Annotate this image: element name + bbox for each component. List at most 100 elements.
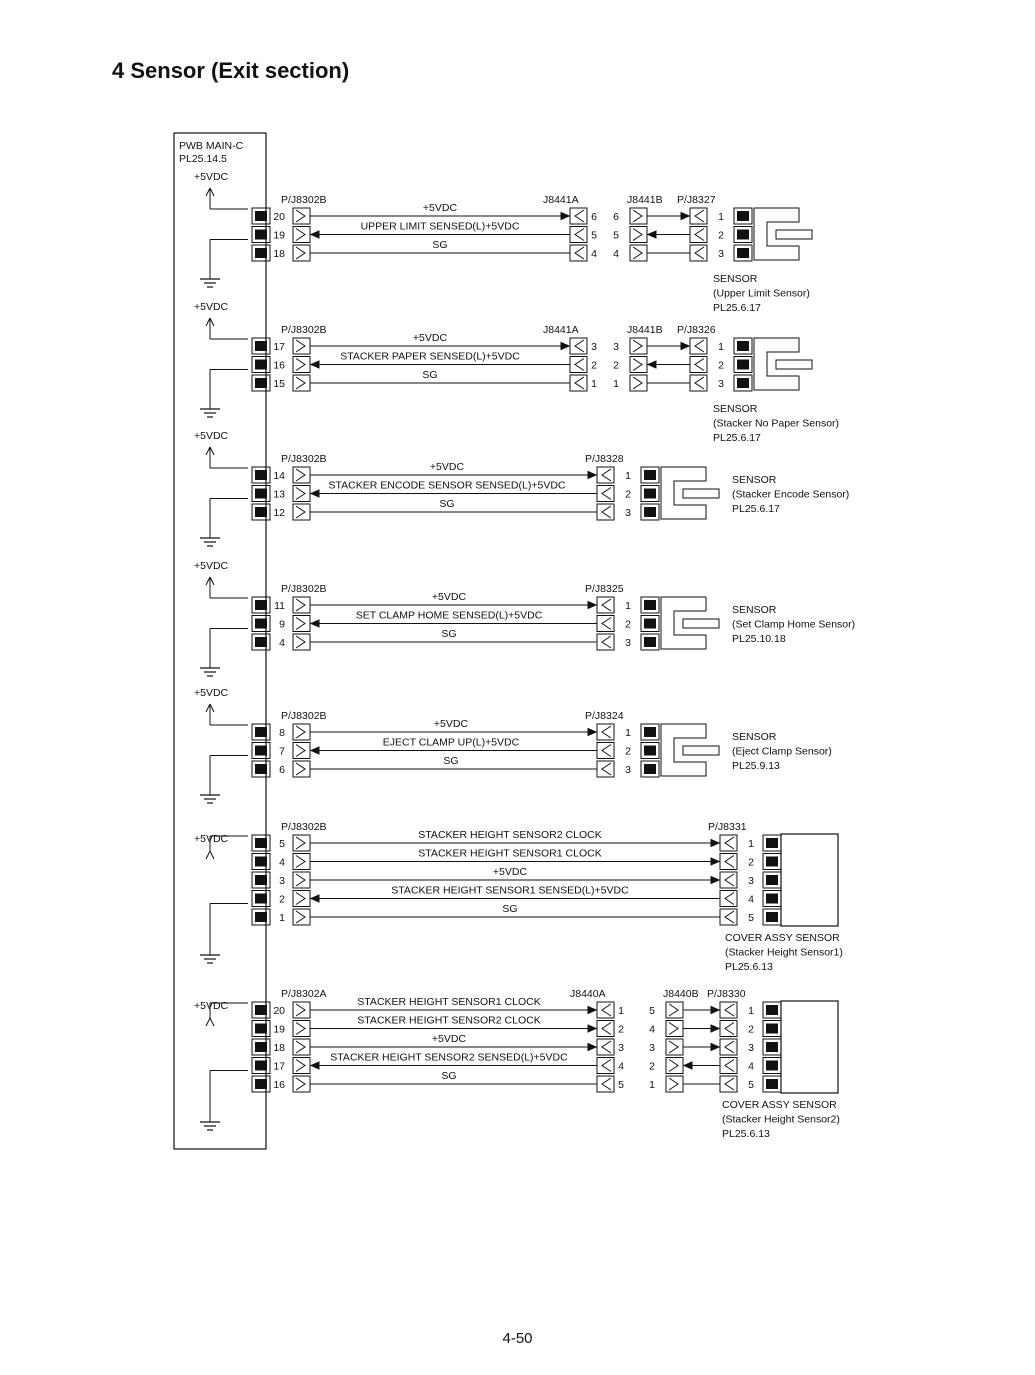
device-connector-label: P/J8326 — [677, 324, 716, 336]
connector-contact-box — [719, 853, 738, 870]
connector-contact-box — [569, 207, 588, 225]
sensor-slot — [682, 618, 720, 629]
connector-contact-female — [601, 1040, 612, 1054]
supply-label: +5VDC — [194, 560, 229, 572]
connector-contact-box — [292, 890, 311, 907]
board-pin-number: 4 — [279, 637, 285, 649]
device-pin-number: 5 — [748, 1079, 754, 1091]
connector-contact-box — [292, 485, 311, 502]
terminal-block-pin — [766, 838, 778, 848]
connector-contact-female — [601, 725, 612, 739]
connector-contact-box — [292, 760, 311, 778]
connector-contact-male — [668, 1003, 679, 1017]
connector-contact-male — [632, 358, 643, 371]
connector-contact-female — [694, 209, 705, 223]
device-caption-line: SENSOR — [713, 403, 758, 415]
device-pin-number: 3 — [625, 507, 631, 519]
board-pin-number: 17 — [273, 341, 285, 353]
connector-contact-box — [629, 356, 648, 373]
connector-contact-male — [295, 744, 306, 757]
supply-label: +5VDC — [194, 430, 229, 442]
relay-a-pin: 3 — [591, 341, 597, 353]
connector-contact-male — [295, 468, 306, 482]
connector-contact-male — [295, 358, 306, 371]
terminal-block-box — [251, 1075, 271, 1093]
connector-contact-female — [724, 892, 735, 905]
terminal-block-pin — [737, 229, 749, 240]
signal-arrow-left — [682, 1061, 693, 1070]
device-pin-number: 2 — [718, 230, 724, 242]
terminal-block-box — [251, 1001, 271, 1019]
signal-arrow-right — [710, 838, 721, 848]
terminal-block-pin — [766, 893, 778, 904]
device-caption-line: SENSOR — [732, 604, 777, 616]
device-caption-line: (Stacker Encode Sensor) — [732, 489, 849, 501]
connector-contact-box — [689, 356, 708, 373]
terminal-block-box — [733, 207, 753, 225]
sensor-slot — [682, 488, 720, 499]
relay-a-label: J8441A — [543, 324, 579, 336]
signal-arrow-right — [587, 727, 598, 737]
terminal-block-box — [251, 853, 271, 870]
terminal-block-box — [251, 723, 271, 741]
terminal-block-pin — [766, 1023, 778, 1034]
connector-contact-box — [596, 596, 615, 614]
device-pin-number: 3 — [718, 378, 724, 390]
terminal-block-box — [251, 207, 271, 225]
relay-a-pin: 5 — [618, 1079, 624, 1091]
device-caption-line: (Stacker Height Sensor1) — [725, 947, 843, 959]
relay-b-pin: 3 — [649, 1042, 655, 1054]
device-caption-line: PL25.6.17 — [713, 302, 761, 314]
board-name: PWB MAIN-C — [179, 140, 244, 152]
connector-contact-box — [596, 1038, 615, 1056]
relay-a-pin: 2 — [618, 1024, 624, 1036]
supply-label: +5VDC — [194, 1000, 229, 1012]
device-connector-label: P/J8324 — [585, 710, 624, 722]
connector-contact-box — [719, 1038, 738, 1056]
terminal-block-pin — [255, 745, 267, 756]
relay-b-pin: 4 — [649, 1024, 655, 1036]
connector-contact-box — [596, 1020, 615, 1037]
connector-contact-male — [295, 873, 306, 887]
device-caption-line: PL25.10.18 — [732, 633, 786, 645]
device-pin-number: 3 — [625, 764, 631, 776]
connector-contact-female — [724, 1077, 735, 1091]
connector-contact-box — [596, 503, 615, 521]
connector-contact-female — [694, 376, 705, 390]
device-caption-line: SENSOR — [732, 474, 777, 486]
terminal-block-pin — [766, 912, 778, 922]
connector-contact-male — [295, 1077, 306, 1091]
connector-contact-female — [724, 1040, 735, 1054]
board-pin-number: 4 — [279, 857, 285, 869]
terminal-block-pin — [255, 507, 267, 517]
relay-b-pin: 4 — [613, 248, 619, 260]
connector-contact-box — [292, 834, 311, 852]
board-pin-number: 15 — [273, 378, 285, 390]
terminal-block-box — [251, 596, 271, 614]
device-caption-line: (Set Clamp Home Sensor) — [732, 619, 855, 631]
device-pin-number: 3 — [748, 875, 754, 887]
board-pin-number: 19 — [273, 1024, 285, 1036]
connector-contact-female — [601, 1022, 612, 1035]
terminal-block-pin — [255, 912, 267, 922]
signal-label: SG — [502, 903, 517, 915]
connector-contact-male — [295, 505, 306, 519]
connector-contact-male — [295, 910, 306, 924]
connector-contact-female — [574, 246, 585, 260]
connector-contact-box — [719, 890, 738, 907]
signal-arrow-right — [587, 470, 598, 480]
terminal-block-pin — [644, 764, 656, 774]
signal-arrow-left — [309, 489, 320, 498]
relay-a-pin: 5 — [591, 230, 597, 242]
terminal-block-pin — [644, 470, 656, 480]
terminal-block-box — [251, 742, 271, 759]
terminal-block-pin — [255, 1042, 267, 1052]
terminal-block-box — [251, 760, 271, 778]
connector-contact-female — [601, 744, 612, 757]
relay-b-pin: 1 — [613, 378, 619, 390]
signal-label: +5VDC — [432, 591, 467, 603]
relay-b-pin: 6 — [613, 211, 619, 223]
connector-contact-box — [292, 1001, 311, 1019]
